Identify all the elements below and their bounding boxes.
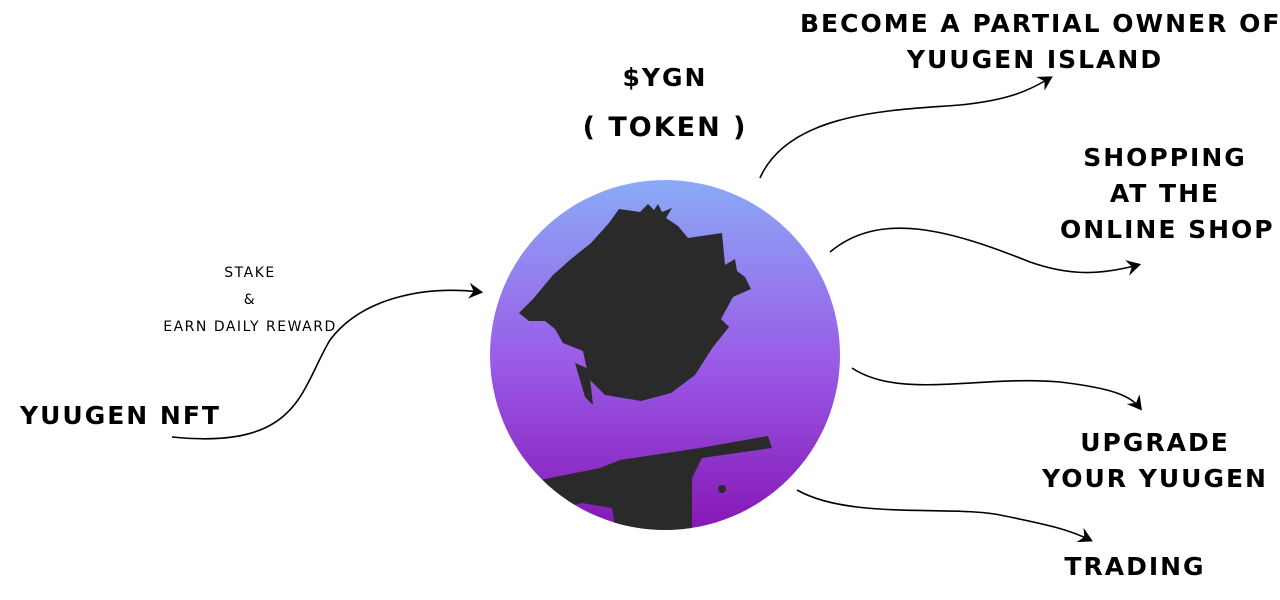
stake-label: STAKE & EARN DAILY REWARD [140, 260, 360, 341]
use-line: SHOPPING [1083, 143, 1247, 172]
arrows [171, 76, 1142, 543]
token-subtitle: ( TOKEN ) [582, 112, 748, 143]
use-line: ONLINE SHOP [1060, 215, 1275, 244]
use-line: AT THE [1109, 179, 1221, 208]
token-title: $YGN [622, 63, 708, 92]
arrow-to-upgrade [851, 367, 1142, 411]
use-line: YUUGEN ISLAND [906, 45, 1164, 74]
arrow-nft-to-token [171, 282, 484, 440]
arrow-to-ownership [759, 76, 1053, 179]
source-label: YUUGEN NFT [20, 401, 221, 430]
stake-line: STAKE [224, 265, 276, 281]
use-line: YOUR YUUGEN [1042, 464, 1268, 493]
ampersand-line: & [243, 292, 257, 308]
yuugen-silhouette [519, 204, 772, 530]
use-line: BECOME A PARTIAL OWNER OF [800, 9, 1280, 38]
use-shopping: SHOPPING AT THE ONLINE SHOP [1060, 140, 1275, 248]
use-upgrade: UPGRADE YOUR YUUGEN [1040, 425, 1270, 497]
arrow-to-trading [796, 489, 1093, 543]
arrow-to-shopping [829, 227, 1142, 276]
use-trading: TRADING [1060, 549, 1210, 585]
earn-line: EARN DAILY REWARD [163, 319, 337, 335]
use-line: UPGRADE [1080, 428, 1230, 457]
use-line: TRADING [1064, 552, 1206, 581]
use-ownership: BECOME A PARTIAL OWNER OF YUUGEN ISLAND [800, 6, 1280, 78]
